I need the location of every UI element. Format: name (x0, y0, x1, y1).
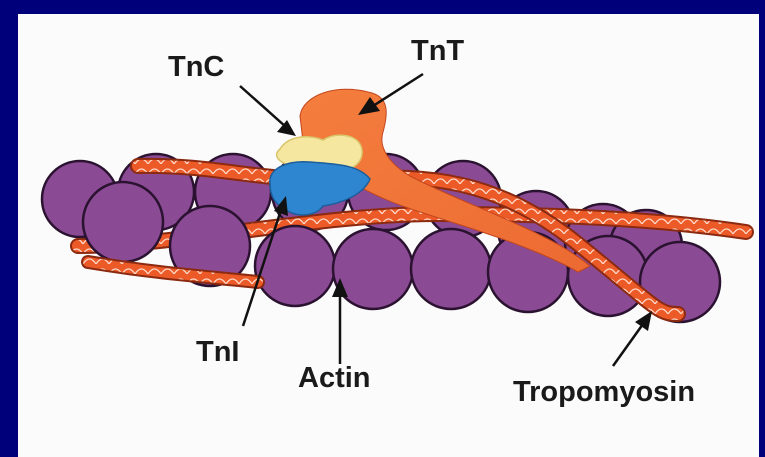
actin-monomer (255, 226, 335, 306)
tnc-arrow (240, 86, 286, 127)
actin-monomer (411, 229, 491, 309)
tnt-label: TnT (411, 35, 464, 67)
diagram-panel: TnC TnT TnI Actin Tropomyosin (18, 14, 759, 457)
tnc-label: TnC (168, 51, 224, 83)
actin-monomer (83, 182, 163, 262)
tnt-arrow (373, 74, 423, 106)
tropomyosin-arrow (613, 324, 643, 366)
actin-label: Actin (298, 362, 371, 394)
tni-label: TnI (196, 336, 240, 368)
troponin-complex-diagram: TnC TnT TnI Actin Tropomyosin (18, 14, 759, 457)
tropomyosin-arrowhead (635, 311, 652, 331)
tropomyosin-label: Tropomyosin (513, 376, 695, 408)
